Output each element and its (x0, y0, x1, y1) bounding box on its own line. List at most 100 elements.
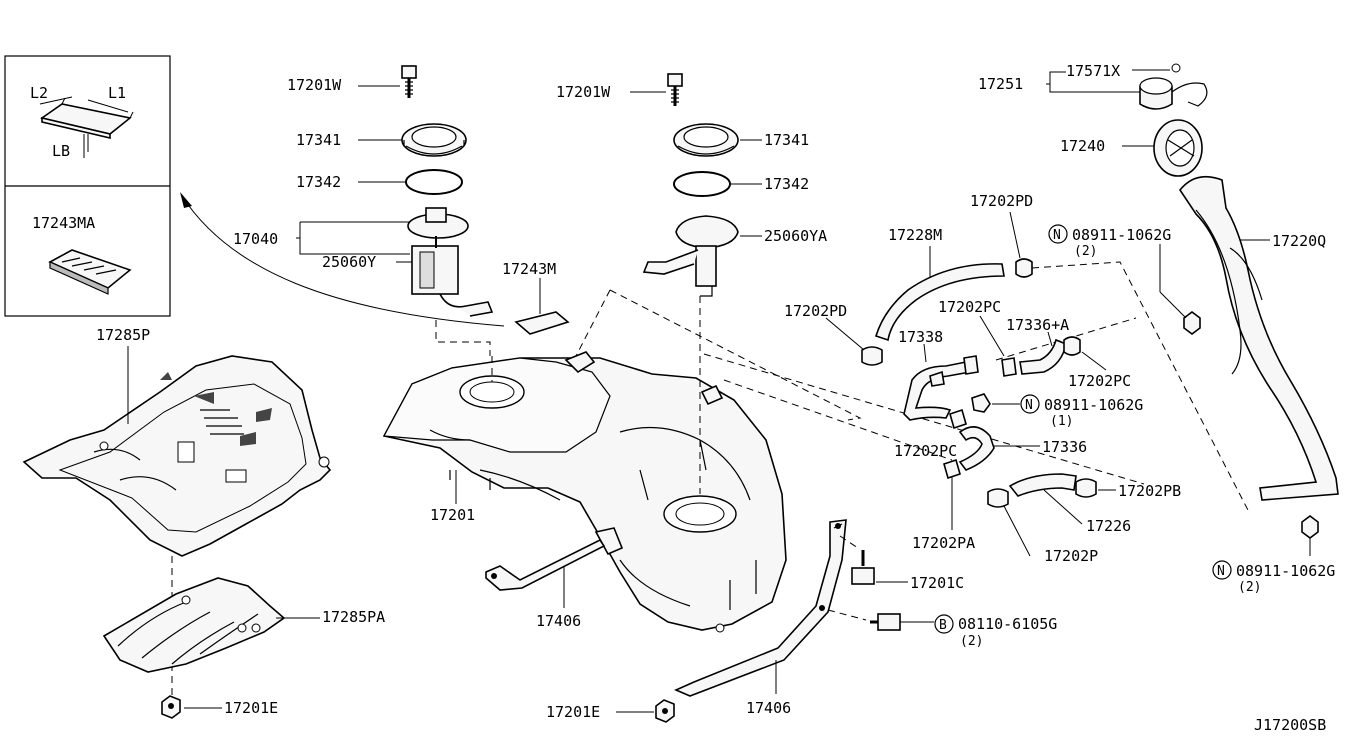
filler-tube-17220q (1179, 175, 1339, 501)
dimension-l2-label: L2 (30, 84, 48, 102)
callout-17040: 17040 (233, 230, 278, 248)
callout-17338: 17338 (898, 328, 943, 346)
callout-17202pd-left: 17202PD (784, 302, 847, 320)
clamp-17202pb (1075, 478, 1097, 498)
callout-17336: 17336 (1042, 438, 1087, 456)
leader-dashed (575, 289, 611, 357)
bolt-marker-letter: B (939, 618, 947, 633)
clamp-17202pc-right (1063, 336, 1081, 356)
hose-17336 (943, 426, 995, 480)
callout-17406-mid: 17406 (746, 699, 791, 717)
vent-hose-17228m (875, 263, 1005, 342)
callout-17243m: 17243M (502, 260, 556, 278)
dimension-lb-label: LB (52, 142, 70, 160)
callout-17251: 17251 (978, 75, 1023, 93)
callout-17220q: 17220Q (1272, 232, 1326, 250)
nut-marker-icon (1048, 224, 1068, 244)
callout-17336a: 17336+A (1006, 316, 1069, 334)
callout-25060ya: 25060YA (764, 227, 827, 245)
nut-17201e-left (161, 695, 181, 719)
pad-drawing (48, 249, 132, 295)
callout-17571x: 17571X (1066, 62, 1120, 80)
clamp-17202pd-top (1015, 258, 1033, 278)
callout-08110: 08110-6105G (958, 615, 1057, 633)
inset-box: L2 L1 LB 17243MA (4, 55, 171, 317)
callout-17341-mid: 17341 (764, 131, 809, 149)
o-ring-icon (405, 169, 463, 195)
callout-17202pa: 17202PA (912, 534, 975, 552)
callout-17201e-mid: 17201E (546, 703, 600, 721)
callout-17201: 17201 (430, 506, 475, 524)
tank-strap-17406-left (485, 538, 606, 591)
clamp-17202p (987, 488, 1009, 508)
tank-strap-17406-mid (674, 519, 847, 697)
nut-marker-icon (1212, 560, 1232, 580)
callout-17406-left: 17406 (536, 612, 581, 630)
bolt-icon (667, 73, 683, 106)
callout-17228m: 17228M (888, 226, 942, 244)
callout-17342-left: 17342 (296, 173, 341, 191)
middle-sender-stack (630, 73, 762, 297)
left-pump-stack (296, 65, 494, 356)
nut-08911-top (1183, 311, 1201, 335)
callout-17202p: 17202P (1044, 547, 1098, 565)
fuel-pump-module (407, 207, 494, 317)
hose-17226 (1008, 473, 1077, 497)
sender-pad-17243m (514, 278, 570, 335)
o-ring-icon (673, 171, 731, 197)
nut-marker-icon (1020, 394, 1040, 414)
clamp-17202pd-left (861, 346, 883, 366)
callout-08911-bot-qty: (2) (1238, 580, 1261, 595)
callout-17201w-mid: 17201W (556, 83, 611, 101)
callout-17201w-left: 17201W (287, 76, 342, 94)
fuel-tank-17201 (382, 296, 787, 633)
lock-ring-icon (401, 123, 467, 157)
callout-17202pc-low: 17202PC (894, 442, 957, 460)
diagram-code: J17200SB (1254, 716, 1326, 734)
callout-17202pd-top: 17202PD (970, 192, 1033, 210)
callout-17341-left: 17341 (296, 131, 341, 149)
callout-17342-mid: 17342 (764, 175, 809, 193)
nut-marker-letter-bot: N (1217, 564, 1225, 579)
callout-08911-top: 08911-1062G (1072, 226, 1171, 244)
callout-17226: 17226 (1086, 517, 1131, 535)
clamp-17202pc-low (949, 408, 967, 430)
callout-17285p: 17285P (96, 326, 150, 344)
inset-pointer-arrow (181, 195, 505, 327)
callout-08911-bot: 08911-1062G (1236, 562, 1335, 580)
nut-08911-mid (971, 393, 991, 413)
callout-17240: 17240 (1060, 137, 1105, 155)
fuel-sender-unit (642, 215, 739, 297)
callout-08110-qty: (2) (960, 634, 983, 649)
filler-cap-17251 (1139, 63, 1208, 110)
callout-17285pa: 17285PA (322, 608, 385, 626)
bolt-17201c (839, 535, 875, 585)
clamp-17202pc-top (1001, 357, 1017, 377)
pad-dimension-sketch (39, 96, 134, 158)
callout-25060y: 25060Y (322, 253, 376, 271)
bolt-08110 (827, 609, 901, 631)
hose-17336a (1019, 338, 1067, 375)
filler-spout-17240 (1153, 119, 1203, 177)
callout-08911-mid: 08911-1062G (1044, 396, 1143, 414)
nut-08911-bot (1301, 515, 1319, 539)
heat-shield-17285p (22, 346, 332, 557)
callout-17201e-left: 17201E (224, 699, 278, 717)
nut-marker-letter-top: N (1053, 228, 1061, 243)
heat-shield-17285pa (102, 577, 286, 673)
arrow-head-icon (180, 192, 192, 208)
callout-08911-mid-qty: (1) (1050, 414, 1073, 429)
lock-ring-icon (673, 123, 739, 157)
inset-part-label: 17243MA (32, 214, 95, 232)
callout-08911-top-qty: (2) (1074, 244, 1097, 259)
bolt-icon (401, 65, 417, 98)
callout-17202pb: 17202PB (1118, 482, 1181, 500)
callout-17201c: 17201C (910, 574, 964, 592)
dimension-l1-label: L1 (108, 84, 126, 102)
vent-tube-17338 (903, 355, 979, 421)
bolt-marker-icon (934, 614, 954, 634)
callout-17202pc-right: 17202PC (1068, 372, 1131, 390)
callout-17202pc-top: 17202PC (938, 298, 1001, 316)
